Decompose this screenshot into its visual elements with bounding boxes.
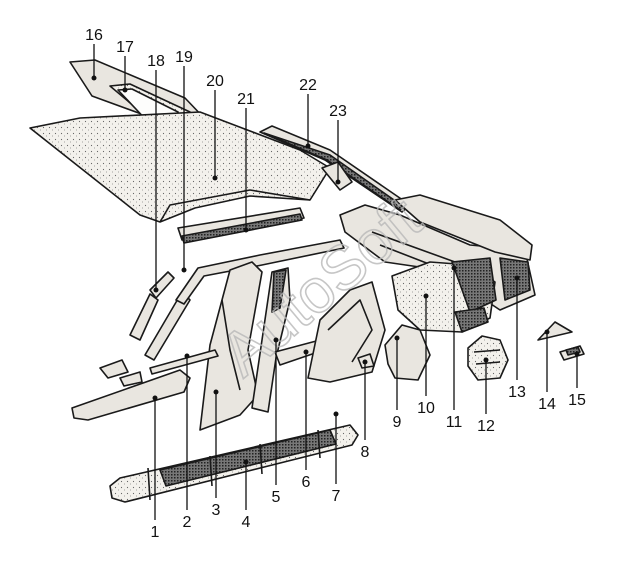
callout-leaders xyxy=(91,44,580,520)
callout-10: 10 xyxy=(417,400,435,417)
hinge-bracket xyxy=(384,324,431,381)
callout-23: 23 xyxy=(329,103,347,120)
callout-18: 18 xyxy=(147,53,165,70)
brace-rod xyxy=(149,349,219,375)
callout-16: 16 xyxy=(85,27,103,44)
clip-plate xyxy=(559,345,585,361)
roof-rail xyxy=(177,207,305,244)
callout-1: 1 xyxy=(151,524,160,541)
callout-22: 22 xyxy=(299,77,317,94)
interior-struts xyxy=(129,239,345,361)
callout-12: 12 xyxy=(477,418,495,435)
callout-11: 11 xyxy=(446,414,463,431)
callout-2: 2 xyxy=(183,514,192,531)
callout-5: 5 xyxy=(272,489,281,506)
callout-3: 3 xyxy=(212,502,221,519)
roof-panel xyxy=(29,111,331,223)
callout-15: 15 xyxy=(568,392,586,409)
callout-9: 9 xyxy=(393,414,402,431)
inner-wheelhouse xyxy=(391,257,497,333)
callout-20: 20 xyxy=(206,73,224,90)
windscreen-pillar-trim xyxy=(259,125,411,213)
callout-numbers: 1 2 3 4 5 6 7 8 9 10 11 12 13 14 15 16 1… xyxy=(85,27,586,541)
b-pillar-outer xyxy=(251,267,291,413)
callout-13: 13 xyxy=(508,384,526,401)
callout-8: 8 xyxy=(361,444,370,461)
callout-21: 21 xyxy=(237,91,255,108)
inner-panel-section xyxy=(467,335,509,381)
callout-6: 6 xyxy=(302,474,311,491)
callout-4: 4 xyxy=(242,514,251,531)
callout-14: 14 xyxy=(538,396,556,413)
front-sill-extension xyxy=(71,359,191,421)
callout-19: 19 xyxy=(175,49,193,66)
callout-17: 17 xyxy=(116,39,134,56)
callout-7: 7 xyxy=(332,488,341,505)
rocker-panel xyxy=(109,424,359,503)
b-pillar-inner xyxy=(199,261,263,431)
triangle-plate xyxy=(537,321,573,341)
